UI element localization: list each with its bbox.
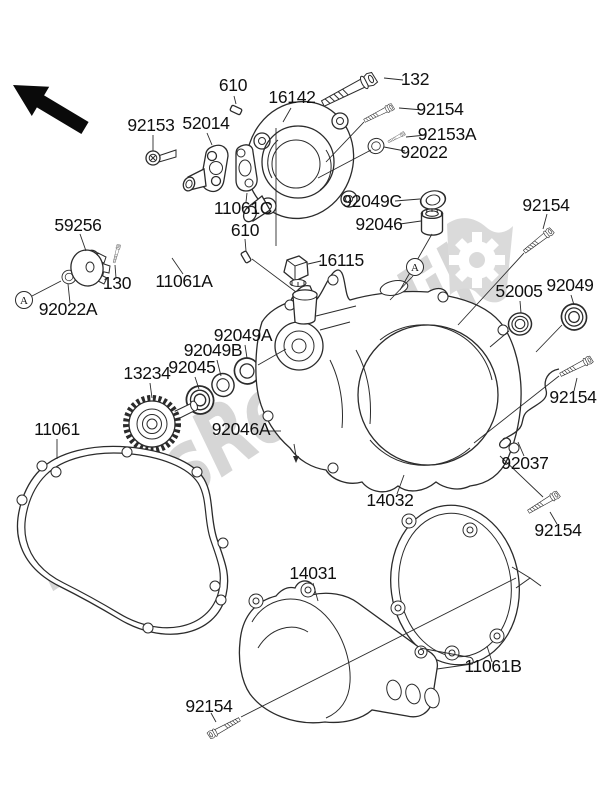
part-engine-cover-14031 bbox=[238, 580, 474, 724]
part-label-132: 132 bbox=[401, 69, 429, 89]
part-label-16115: 16115 bbox=[318, 250, 364, 270]
part-bolt-130 bbox=[111, 243, 122, 264]
detail-marker-letter: A bbox=[20, 295, 28, 307]
part-impeller-59256 bbox=[70, 249, 111, 287]
part-label-59256: 59256 bbox=[54, 215, 101, 235]
part-water-inlet-fitting-52014 bbox=[182, 144, 229, 193]
part-label-130: 130 bbox=[103, 273, 132, 293]
part-label-92154-right-upper: 92154 bbox=[522, 195, 570, 215]
part-washer-92022 bbox=[365, 135, 387, 157]
part-bolt-92154-right-upper bbox=[521, 226, 555, 256]
part-bolt-92154-top bbox=[362, 102, 396, 125]
part-label-92049A: 92049A bbox=[214, 325, 273, 345]
watermark-gear-flag-icon bbox=[447, 218, 513, 303]
part-label-92154-top: 92154 bbox=[416, 99, 464, 119]
part-label-92154-right-mid: 92154 bbox=[549, 387, 597, 407]
part-label-13234: 13234 bbox=[123, 363, 171, 383]
part-label-92049C: 92049C bbox=[342, 191, 402, 211]
detail-marker-a-right: A bbox=[406, 258, 424, 276]
part-label-610-lower: 610 bbox=[231, 220, 260, 240]
part-label-92153: 92153 bbox=[127, 115, 174, 135]
part-water-pump-cover-16142 bbox=[242, 100, 358, 223]
part-label-92046A: 92046A bbox=[212, 419, 271, 439]
part-bearing-52005 bbox=[506, 310, 534, 338]
part-label-14031: 14031 bbox=[289, 563, 336, 583]
part-damper-92046 bbox=[420, 208, 444, 236]
part-bolt-132 bbox=[319, 70, 379, 111]
part-label-92154-right-lower: 92154 bbox=[534, 520, 582, 540]
part-label-16142: 16142 bbox=[268, 87, 315, 107]
part-pin-610-top bbox=[229, 104, 243, 116]
detail-marker-a-left: A bbox=[15, 291, 33, 309]
part-label-11061: 11061 bbox=[34, 419, 80, 439]
part-oil-seal-92049 bbox=[557, 299, 591, 335]
part-engine-cover-14032 bbox=[255, 269, 522, 493]
part-bolt-92154-right-lower bbox=[526, 489, 562, 516]
part-label-92022A: 92022A bbox=[39, 299, 98, 319]
leader-lines bbox=[31, 77, 578, 723]
part-label-14032: 14032 bbox=[366, 490, 413, 510]
detail-marker-letter: A bbox=[411, 262, 419, 274]
part-label-11061B: 11061B bbox=[464, 656, 521, 676]
part-label-92037: 92037 bbox=[501, 453, 548, 473]
part-bolt-92154-bottom bbox=[206, 715, 242, 740]
part-label-92153A: 92153A bbox=[418, 124, 477, 144]
part-label-92049: 92049 bbox=[546, 275, 593, 295]
part-label-610-top: 610 bbox=[219, 75, 248, 95]
part-label-92049B: 92049B bbox=[184, 340, 243, 360]
part-label-92022: 92022 bbox=[400, 142, 447, 162]
part-gasket-11061 bbox=[16, 445, 229, 635]
part-seal-92049C bbox=[418, 187, 448, 213]
part-bolt-92154-right-mid bbox=[558, 354, 594, 379]
part-label-92154-bottom: 92154 bbox=[185, 696, 233, 716]
part-label-11061C: 11061C bbox=[214, 198, 272, 218]
direction-arrow-icon bbox=[13, 85, 89, 134]
part-pin-610-lower bbox=[240, 250, 252, 264]
part-label-92046: 92046 bbox=[355, 214, 402, 234]
part-label-92045: 92045 bbox=[168, 357, 215, 377]
part-label-52014: 52014 bbox=[182, 113, 230, 133]
part-label-52005: 52005 bbox=[495, 281, 542, 301]
part-clamp-92037 bbox=[499, 368, 560, 449]
part-screw-92153 bbox=[145, 149, 177, 166]
part-plug-16115 bbox=[283, 255, 318, 325]
part-gasket-11061C bbox=[235, 144, 258, 192]
part-label-11061A: 11061A bbox=[155, 271, 213, 291]
